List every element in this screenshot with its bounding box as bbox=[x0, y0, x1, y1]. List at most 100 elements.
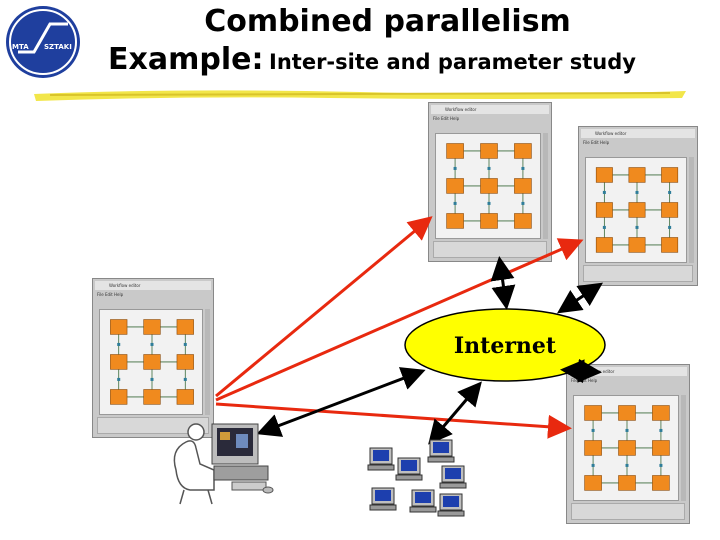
workflow-canvas[interactable] bbox=[573, 395, 679, 501]
window-status-area bbox=[433, 241, 547, 258]
cluster-pc-icon bbox=[427, 439, 455, 463]
port-node bbox=[635, 190, 639, 194]
job-node bbox=[143, 319, 161, 335]
port-node bbox=[625, 428, 629, 432]
port-node bbox=[602, 190, 606, 194]
job-node bbox=[652, 405, 670, 421]
job-node bbox=[628, 202, 646, 218]
port-node bbox=[183, 377, 187, 381]
svg-text:MTA: MTA bbox=[12, 43, 29, 51]
red-arrow-to-site-3 bbox=[215, 402, 572, 439]
port-node bbox=[591, 463, 595, 467]
job-node bbox=[446, 213, 464, 229]
window-scrollbar[interactable] bbox=[689, 157, 694, 263]
cluster-pc-icon bbox=[437, 493, 465, 517]
port-node bbox=[453, 166, 457, 170]
job-node bbox=[584, 475, 602, 491]
cluster-pc-icon bbox=[395, 457, 423, 481]
black-arrow-site-2-internet bbox=[557, 282, 603, 314]
job-node bbox=[480, 178, 498, 194]
port-node bbox=[453, 201, 457, 205]
user-workstation-icon bbox=[173, 423, 274, 505]
port-node bbox=[521, 201, 525, 205]
job-node bbox=[618, 475, 636, 491]
job-node bbox=[110, 389, 128, 405]
port-node bbox=[659, 428, 663, 432]
job-node bbox=[584, 440, 602, 456]
job-node bbox=[446, 143, 464, 159]
port-node bbox=[117, 377, 121, 381]
port-node bbox=[150, 377, 154, 381]
job-node bbox=[661, 167, 679, 183]
job-node bbox=[595, 167, 613, 183]
port-node bbox=[487, 201, 491, 205]
workflow-canvas[interactable] bbox=[585, 157, 687, 263]
title-highlight-stroke bbox=[30, 86, 690, 104]
job-node bbox=[595, 202, 613, 218]
job-node bbox=[584, 405, 602, 421]
job-node bbox=[514, 213, 532, 229]
job-node bbox=[661, 237, 679, 253]
job-node bbox=[652, 440, 670, 456]
slide-title-line1: Combined parallelism bbox=[204, 4, 571, 39]
job-node bbox=[176, 354, 194, 370]
job-node bbox=[628, 167, 646, 183]
job-node bbox=[652, 475, 670, 491]
workflow-graph bbox=[595, 167, 679, 253]
cluster-pc-icon bbox=[369, 487, 397, 511]
job-node bbox=[480, 213, 498, 229]
job-node bbox=[514, 143, 532, 159]
window-titlebar[interactable]: Workflow editor bbox=[581, 129, 695, 138]
port-node bbox=[602, 225, 606, 229]
window-menubar[interactable]: File Edit Help bbox=[433, 116, 460, 121]
job-node bbox=[176, 389, 194, 405]
window-status-area bbox=[583, 265, 693, 282]
port-node bbox=[668, 225, 672, 229]
job-node bbox=[110, 354, 128, 370]
port-node bbox=[668, 190, 672, 194]
window-status-area bbox=[571, 503, 685, 520]
window-titlebar[interactable]: Workflow editor bbox=[95, 281, 211, 290]
job-node bbox=[628, 237, 646, 253]
workflow-canvas[interactable] bbox=[99, 309, 203, 415]
window-scrollbar[interactable] bbox=[543, 133, 548, 239]
title-rest: Inter-site and parameter study bbox=[269, 50, 636, 74]
job-node bbox=[661, 202, 679, 218]
internet-label: Internet bbox=[453, 333, 557, 359]
red-arrow-to-site-2 bbox=[215, 238, 584, 402]
port-node bbox=[521, 166, 525, 170]
job-node bbox=[595, 237, 613, 253]
black-arrow-cluster-internet bbox=[428, 381, 482, 445]
window-scrollbar[interactable] bbox=[205, 309, 210, 415]
window-status-area bbox=[97, 417, 209, 434]
window-scrollbar[interactable] bbox=[681, 395, 686, 501]
port-node bbox=[117, 342, 121, 346]
window-menubar[interactable]: File Edit Help bbox=[97, 292, 124, 297]
port-node bbox=[150, 342, 154, 346]
window-menubar[interactable]: File Edit Help bbox=[583, 140, 610, 145]
job-node bbox=[110, 319, 128, 335]
job-node bbox=[618, 440, 636, 456]
workflow-canvas[interactable] bbox=[435, 133, 541, 239]
job-node bbox=[480, 143, 498, 159]
job-node bbox=[143, 389, 161, 405]
black-arrow-site-1-internet bbox=[490, 256, 516, 310]
computer-cluster-icon bbox=[367, 439, 467, 517]
black-arrow-site-3-internet bbox=[560, 358, 602, 384]
workflow-graph bbox=[446, 143, 532, 229]
port-node bbox=[487, 166, 491, 170]
port-node bbox=[591, 428, 595, 432]
slide-title-line2: Example: Inter-site and parameter study bbox=[108, 42, 636, 77]
job-node bbox=[143, 354, 161, 370]
port-node bbox=[183, 342, 187, 346]
port-node bbox=[659, 463, 663, 467]
job-node bbox=[618, 405, 636, 421]
svg-text:SZTAKI: SZTAKI bbox=[44, 43, 72, 51]
window-titlebar[interactable]: Workflow editor bbox=[431, 105, 549, 114]
black-arrow-user-internet bbox=[256, 367, 426, 437]
